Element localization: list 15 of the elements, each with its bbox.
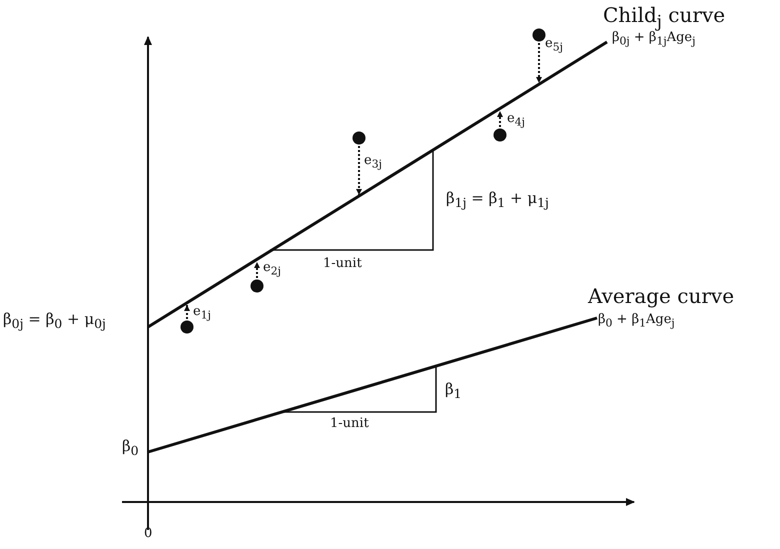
curve-label: Average curve bbox=[588, 285, 734, 307]
unit-label: 1-unit bbox=[330, 417, 369, 432]
residual-label: e$_{5j}$ bbox=[545, 37, 563, 54]
residual-label: e$_{1j}$ bbox=[193, 305, 211, 322]
unit-label: 1-unit bbox=[323, 257, 362, 272]
curve-label: Child$_{j}$ curve bbox=[603, 4, 726, 31]
residual-label: e$_{2j}$ bbox=[263, 261, 281, 278]
equation-label: β$_{0j}$ = β$_{0}$ + μ$_{0j}$ bbox=[3, 311, 106, 331]
slope-label: β$_{1}$ bbox=[445, 381, 462, 401]
residual-label: e$_{4j}$ bbox=[507, 112, 525, 128]
equation-label: β$_{1j}$ = β$_{1}$ + μ$_{1j}$ bbox=[446, 190, 549, 210]
residual-label: e$_{3j}$ bbox=[364, 154, 382, 170]
equation-label: β$_{0}$ + β$_{1}$Age$_{j}$ bbox=[598, 313, 675, 330]
axis-label: β$_{0}$ bbox=[122, 438, 139, 458]
equation-label: β$_{0j}$ + β$_{1j}$Age$_{j}$ bbox=[612, 31, 696, 48]
